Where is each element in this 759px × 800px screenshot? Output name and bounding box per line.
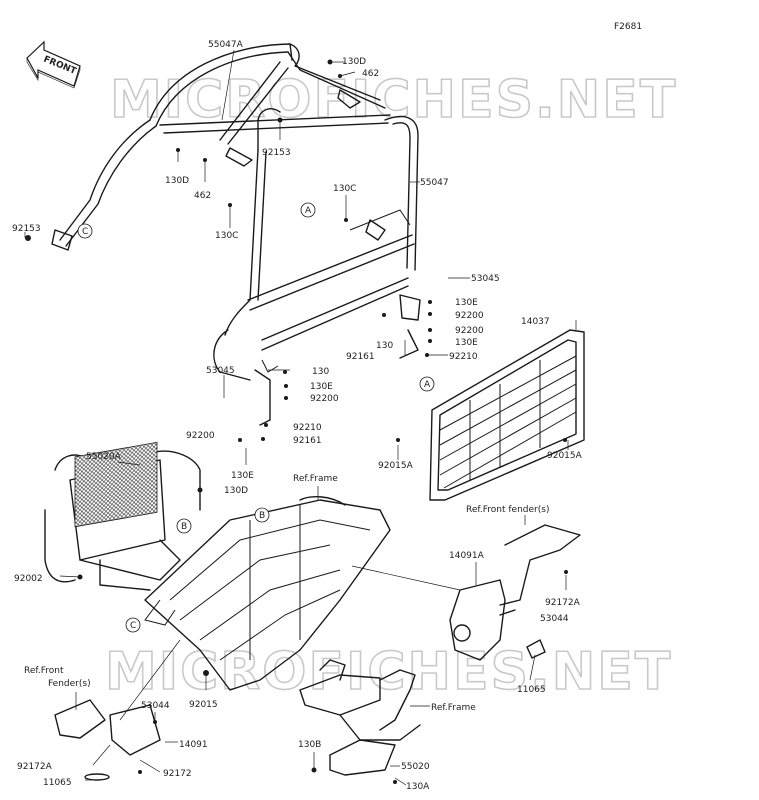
callout-b-guard: B (176, 518, 192, 534)
svg-text:C: C (82, 227, 88, 237)
roll-cage-drawing (51, 43, 421, 426)
part-label: 130D (342, 57, 366, 67)
frame-drawing (144, 496, 391, 691)
leader-lines (24, 49, 577, 786)
part-label: 92200 (310, 394, 339, 404)
part-label: 130C (215, 231, 238, 241)
fastener-marks (25, 59, 568, 784)
part-label: 92172A (545, 598, 581, 608)
part-label: 130B (298, 740, 321, 750)
part-label: 55020A (86, 452, 122, 462)
part-label: 92161 (293, 436, 322, 446)
rear-rack-drawing (429, 329, 585, 501)
part-label: Ref.Frame (431, 703, 476, 713)
part-label: 53045 (471, 274, 500, 284)
part-label: 92200 (186, 431, 215, 441)
part-label: Ref.Frame (293, 474, 338, 484)
callout-c-frame: C (125, 617, 141, 633)
callout-a-roll-cage: A (300, 202, 316, 218)
part-label: 55020 (401, 762, 430, 772)
part-label: 92015A (378, 461, 414, 471)
figure-number: F2681 (614, 22, 642, 32)
part-label: 92015 (189, 700, 218, 710)
part-label: 92210 (449, 352, 478, 362)
part-label: Ref.Front (24, 666, 64, 676)
callout-b-frame: B (254, 507, 270, 523)
front-guard-grille (74, 441, 158, 528)
part-label: 55047A (208, 40, 244, 50)
part-label: 130E (455, 298, 478, 308)
part-label: 130 (312, 367, 329, 377)
part-label: 92015A (547, 451, 583, 461)
watermark-top: MICROFICHES.NET (110, 70, 677, 130)
part-label: Fender(s) (48, 679, 91, 689)
part-label: 14037 (521, 317, 550, 327)
watermark-bottom: MICROFICHES.NET (105, 642, 672, 702)
part-label: 92200 (455, 311, 484, 321)
callout-a-rack: A (419, 376, 435, 392)
part-label: 130E (455, 338, 478, 348)
part-label: 92153 (12, 224, 41, 234)
part-label: 55047 (420, 178, 449, 188)
part-label: 92002 (14, 574, 43, 584)
part-label: 130E (310, 382, 333, 392)
part-label: 130D (165, 176, 189, 186)
part-label: 92172A (17, 762, 53, 772)
part-label: 130 (376, 341, 393, 351)
part-label: 92161 (346, 352, 375, 362)
skid-plate-drawing (299, 659, 421, 776)
part-label: 14091 (179, 740, 208, 750)
part-label: 11065 (517, 685, 546, 695)
part-label: 462 (362, 69, 379, 79)
part-label: 92172 (163, 769, 192, 779)
part-labels: 55047A 130D 462 92153 130D 462 55047 130… (12, 40, 583, 792)
part-label: Ref.Front fender(s) (466, 505, 549, 515)
svg-text:B: B (181, 522, 187, 532)
callout-c-cage: C (77, 223, 93, 239)
part-label: 92210 (293, 423, 322, 433)
part-label: 14091A (449, 551, 485, 561)
part-label: 92200 (455, 326, 484, 336)
fender-bracket-right-drawing (449, 524, 581, 661)
part-label: 130C (333, 184, 356, 194)
front-arrow-icon: FRONT (26, 40, 81, 89)
part-label: 130E (231, 471, 254, 481)
part-label: 11065 (43, 778, 72, 788)
part-label: 462 (194, 191, 211, 201)
part-label: 53044 (141, 701, 170, 711)
svg-text:A: A (305, 206, 312, 216)
svg-text:A: A (424, 380, 431, 390)
part-label: 53044 (540, 614, 569, 624)
part-label: 53045 (206, 366, 235, 376)
part-label: 130D (224, 486, 248, 496)
svg-text:B: B (259, 511, 265, 521)
part-label: 92153 (262, 148, 291, 158)
svg-text:C: C (130, 621, 136, 631)
fender-bracket-left-drawing (54, 699, 161, 781)
part-label: 130A (406, 782, 430, 792)
